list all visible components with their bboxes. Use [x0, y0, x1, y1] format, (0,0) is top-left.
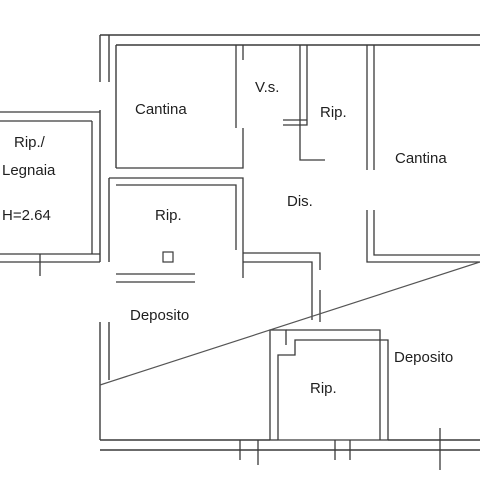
label-cantina-left: Cantina: [135, 101, 187, 118]
label-deposito-right: Deposito: [394, 349, 453, 366]
label-vs: V.s.: [255, 79, 279, 96]
label-rip-left: Rip.: [155, 207, 182, 224]
label-dis: Dis.: [287, 193, 313, 210]
annex-walls: [0, 111, 100, 276]
outer-walls: [99, 34, 480, 451]
interior-walls: [109, 45, 480, 470]
label-rip-top: Rip.: [320, 104, 347, 121]
label-rip-bottom: Rip.: [310, 380, 337, 397]
label-rip-legnaia-3: H=2.64: [2, 207, 51, 224]
label-deposito-left: Deposito: [130, 307, 189, 324]
label-rip-legnaia-2: Legnaia: [2, 162, 56, 179]
diagonal-partition: [99, 261, 480, 386]
label-rip-legnaia-1: Rip./: [14, 134, 46, 151]
fixture-symbol: [162, 251, 174, 263]
room-labels: Rip./ Legnaia H=2.64 Cantina V.s. Rip. C…: [2, 79, 453, 397]
label-cantina-right: Cantina: [395, 150, 447, 167]
